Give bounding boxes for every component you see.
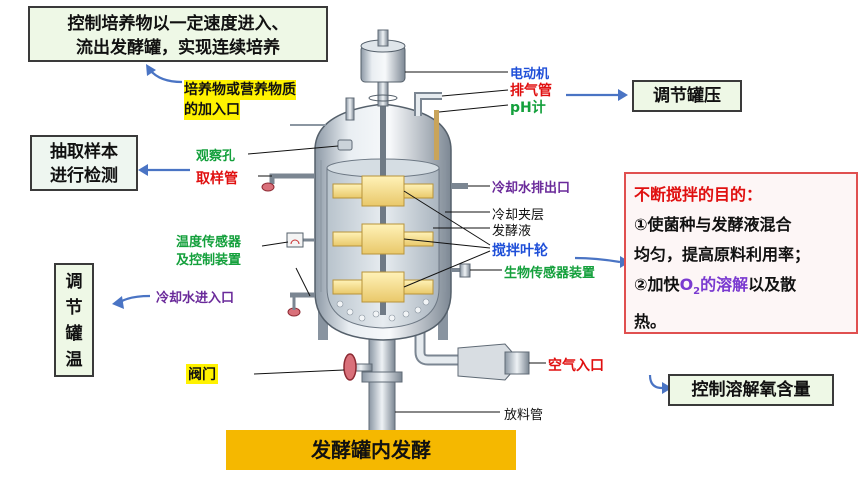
- sampling-detection-line-1: 抽取样本: [50, 142, 118, 162]
- impeller-label: 搅拌叶轮: [492, 243, 548, 259]
- stirring-purpose-point-1b: 均匀，提高原料利用率；: [634, 245, 811, 264]
- stirring-purpose-title: 不断搅拌的目的：: [634, 185, 763, 204]
- regulate-temperature-char-1: 调: [65, 272, 83, 292]
- continuous-culture-box: 控制培养物以一定速度进入、 流出发酵罐，实现连续培养: [28, 6, 328, 62]
- valve-wheel: [343, 353, 357, 381]
- stirring-purpose-point-2b: 热。: [634, 312, 667, 332]
- continuous-culture-line-1: 控制培养物以一定速度进入、: [67, 14, 289, 34]
- observation-hole-label: 观察孔: [196, 149, 236, 164]
- dissolved-oxygen-text: 控制溶解氧含量: [691, 380, 811, 400]
- impeller-tier-2: [332, 223, 434, 255]
- cooling-water-outlet-label: 冷却水排出口: [492, 181, 571, 196]
- sampling-valve: [261, 182, 275, 192]
- temp-sensor-line-2: 及控制装置: [176, 253, 242, 268]
- valve-label: 阀门: [186, 364, 218, 384]
- stirring-purpose-box: 不断搅拌的目的： ①使菌种与发酵液混合 均匀，提高原料利用率； ②加快O2的溶解…: [624, 172, 858, 334]
- regulate-temperature-char-4: 温: [65, 350, 83, 370]
- air-inlet-label: 空气入口: [548, 358, 604, 374]
- temp-sensor-label: 温度传感器 及控制装置: [176, 234, 241, 270]
- broth-label: 发酵液: [492, 224, 532, 239]
- stirring-point-2-suffix: 以及散: [748, 275, 797, 294]
- continuous-culture-line-2: 流出发酵罐，实现连续培养: [76, 38, 280, 58]
- biosensor-label: 生物传感器装置: [504, 266, 596, 281]
- impeller-tier-3: [332, 271, 434, 303]
- discharge-pipe-label: 放料管: [504, 408, 544, 423]
- page-title: 发酵罐内发酵: [311, 438, 431, 462]
- exhaust-pipe-label: 排气管: [510, 83, 552, 99]
- dissolved-oxygen-box: 控制溶解氧含量: [668, 374, 834, 406]
- regulate-temperature-box: 调 节 罐 温: [54, 263, 94, 377]
- oxygen-dissolve-text: 的溶解: [700, 275, 749, 294]
- title-banner: 发酵罐内发酵: [226, 430, 516, 470]
- regulate-temperature-char-2: 节: [65, 298, 83, 318]
- cooling-jacket-label: 冷却夹层: [492, 208, 545, 223]
- temp-sensor-line-1: 温度传感器: [176, 235, 242, 250]
- impeller-tier-1: [332, 175, 434, 207]
- oxygen-formula: O2的溶解: [679, 275, 749, 298]
- feed-inlet-label: 培养物或营养物质 的加入口: [184, 80, 296, 120]
- stirring-point-2-prefix: ②加快: [634, 275, 680, 294]
- stirring-purpose-point-1a: ①使菌种与发酵液混合: [634, 215, 792, 234]
- regulate-pressure-text: 调节罐压: [653, 86, 721, 106]
- regulate-temperature-char-3: 罐: [65, 324, 83, 344]
- regulate-pressure-box: 调节罐压: [632, 80, 742, 112]
- oxygen-symbol: O: [679, 275, 694, 294]
- biosensor-shape: [459, 263, 471, 278]
- feed-inlet-line-2: 的加入口: [184, 100, 240, 120]
- ph-meter-label: pH计: [510, 100, 546, 116]
- motor-label: 电动机: [510, 67, 550, 82]
- sampling-detection-box: 抽取样本 进行检测: [30, 135, 138, 191]
- air-filter-shape: [457, 343, 513, 381]
- cooling-water-inlet-label: 冷却水进入口: [156, 291, 235, 306]
- feed-inlet-line-1: 培养物或营养物质: [184, 80, 296, 100]
- stirring-purpose-point-2a: ②加快O2的溶解以及散: [634, 270, 848, 307]
- sampling-tube-label: 取样管: [196, 171, 238, 187]
- sampling-detection-line-2: 进行检测: [50, 166, 118, 186]
- discharge-pipe-shape: [368, 324, 396, 448]
- oxygen-subscript: 2: [693, 286, 701, 298]
